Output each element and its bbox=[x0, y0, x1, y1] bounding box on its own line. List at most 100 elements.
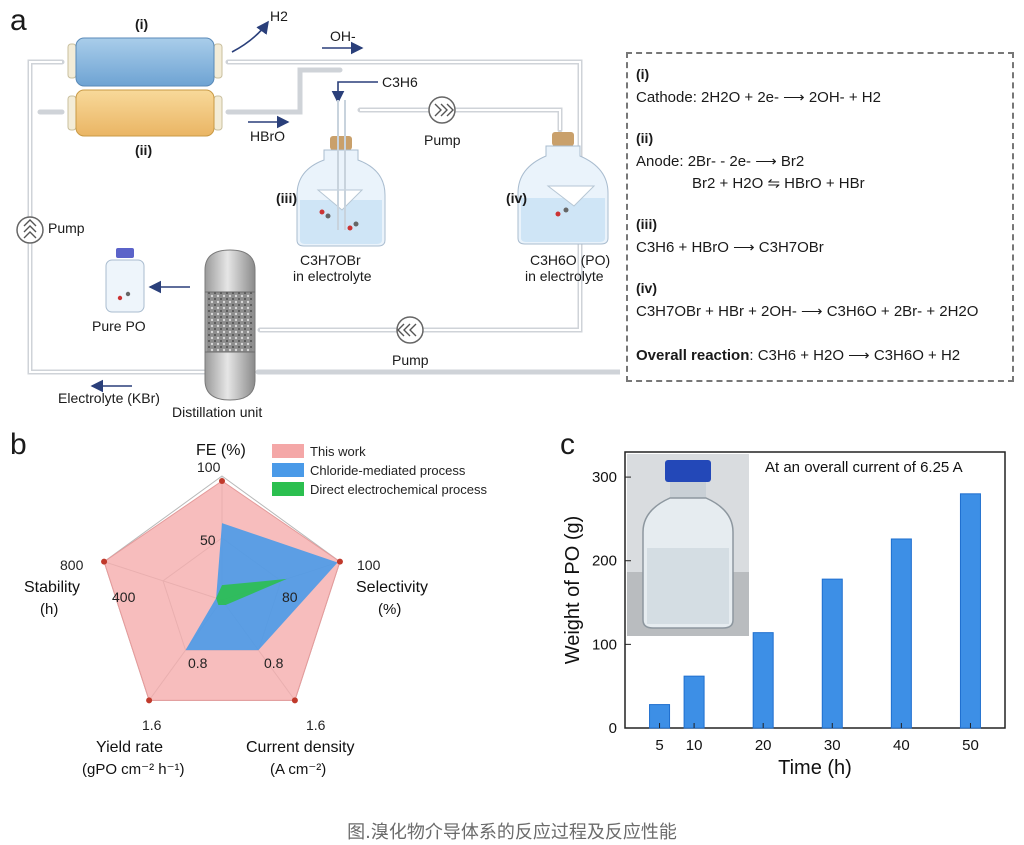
pump-left bbox=[16, 216, 44, 244]
bar-chart: At an overall current of 6.25 A 0 100 200 30… bbox=[562, 451, 1006, 779]
reactor-vessel-iii bbox=[296, 100, 386, 247]
process-schematic bbox=[16, 20, 620, 401]
pump-bottom bbox=[396, 316, 424, 344]
radar-point bbox=[291, 697, 298, 704]
radar-axis-label: FE (%) bbox=[196, 442, 246, 459]
bar bbox=[890, 538, 912, 729]
radar-tick-label: 0.8 bbox=[264, 655, 284, 671]
radar-axis-unit: (h) bbox=[40, 601, 58, 618]
x-tick-label: 5 bbox=[655, 737, 663, 754]
legend-swatch bbox=[272, 444, 304, 458]
y-tick-label: 0 bbox=[609, 720, 617, 737]
electrolyzer-cell-ii bbox=[67, 89, 223, 137]
y-tick-label: 300 bbox=[592, 469, 617, 486]
chart-annotation: At an overall current of 6.25 A bbox=[765, 459, 963, 476]
eq-overall: Overall reaction: C3H6 + H2O ⟶ C3H6O + H… bbox=[636, 346, 960, 364]
electrolyte-label: Electrolyte (KBr) bbox=[58, 390, 160, 406]
radar-axis-unit: (A cm⁻²) bbox=[270, 761, 326, 778]
radar-chart: 100 50 100 80 1.6 0.8 1.6 0.8 800 400 FE (%) Select… bbox=[24, 442, 488, 778]
eq-iii-head: (iii) bbox=[636, 216, 657, 232]
pump-left-label: Pump bbox=[48, 220, 85, 236]
vessel-iv-label: (iv) bbox=[506, 190, 527, 206]
eq-ii-1: Anode: 2Br- - 2e- ⟶ Br2 bbox=[636, 153, 805, 170]
distillation-label: Distillation unit bbox=[172, 404, 263, 420]
radar-tick-label: 1.6 bbox=[142, 717, 162, 733]
figure-caption: 图.溴化物介导体系的反应过程及反应性能 bbox=[347, 822, 677, 843]
radar-axis-unit: (%) bbox=[378, 601, 401, 618]
eq-overall-eq: : C3H6 + H2O ⟶ C3H6O + H2 bbox=[749, 347, 961, 364]
vessel-iii-content: C3H7OBr bbox=[300, 252, 361, 268]
radar-series-2 bbox=[216, 578, 287, 606]
radar-point bbox=[336, 558, 343, 565]
y-tick-label: 100 bbox=[592, 636, 617, 653]
pure-po-bottle bbox=[105, 248, 145, 313]
reactor-vessel-iv bbox=[517, 132, 609, 245]
radar-tick-label: 100 bbox=[357, 557, 381, 573]
radar-axis-label: Stability bbox=[24, 579, 80, 596]
x-tick-label: 30 bbox=[824, 737, 841, 754]
cell-ii-label: (ii) bbox=[135, 142, 153, 158]
eq-i-head: (i) bbox=[636, 66, 650, 82]
radar-point bbox=[146, 697, 153, 704]
radar-axis-unit: (gPO cm⁻² h⁻¹) bbox=[82, 761, 185, 778]
eq-ii-head: (ii) bbox=[636, 130, 654, 146]
panel-label-c: c bbox=[560, 428, 575, 461]
oh-label: OH- bbox=[330, 28, 356, 44]
panel-label-a: a bbox=[10, 4, 27, 37]
eq-overall-label: Overall reaction bbox=[636, 347, 750, 364]
bar bbox=[752, 632, 774, 729]
pure-po-label: Pure PO bbox=[92, 318, 146, 334]
x-tick-label: 50 bbox=[962, 737, 979, 754]
y-axis-label: Weight of PO (g) bbox=[562, 516, 584, 665]
radar-tick-label: 400 bbox=[112, 589, 136, 605]
h2-label: H2 bbox=[270, 8, 288, 24]
reaction-equations-box: (i) Cathode: 2H2O + 2e- ⟶ 2OH- + H2 (ii)… bbox=[626, 52, 1014, 382]
pump-bottom-label: Pump bbox=[392, 352, 429, 368]
radar-tick-label: 0.8 bbox=[188, 655, 208, 671]
eq-iv: C3H7OBr + HBr + 2OH- ⟶ C3H6O + 2Br- + 2H… bbox=[636, 303, 979, 320]
eq-iv-head: (iv) bbox=[636, 280, 657, 296]
legend-swatch bbox=[272, 482, 304, 496]
radar-point bbox=[219, 477, 225, 484]
radar-point bbox=[101, 558, 108, 565]
pump-top bbox=[428, 96, 456, 124]
vessel-iii-label: (iii) bbox=[276, 190, 297, 206]
electrolyzer-cell-i bbox=[67, 37, 223, 87]
x-axis-label: Time (h) bbox=[778, 757, 852, 779]
eq-ii-2: Br2 + H2O ⇋ HBrO + HBr bbox=[692, 175, 865, 192]
bar bbox=[821, 578, 843, 729]
vessel-iv-medium: in electrolyte bbox=[525, 268, 604, 284]
legend-label: This work bbox=[310, 444, 366, 459]
distillation-column bbox=[204, 249, 256, 401]
radar-tick-label: 800 bbox=[60, 557, 84, 573]
bottle-neck bbox=[670, 482, 706, 498]
x-tick-label: 40 bbox=[893, 737, 910, 754]
vessel-iii-medium: in electrolyte bbox=[293, 268, 372, 284]
bar bbox=[959, 493, 981, 729]
radar-axis-label: Current density bbox=[246, 739, 355, 756]
eq-iii: C3H6 + HBrO ⟶ C3H7OBr bbox=[636, 239, 824, 256]
radar-tick-label: 80 bbox=[282, 589, 298, 605]
bar bbox=[683, 675, 705, 729]
radar-tick-label: 100 bbox=[197, 459, 221, 475]
radar-tick-label: 1.6 bbox=[306, 717, 326, 733]
radar-tick-label: 50 bbox=[200, 532, 216, 548]
vessel-iv-content: C3H6O (PO) bbox=[530, 252, 611, 268]
radar-axis-label: Selectivity bbox=[356, 579, 428, 596]
x-tick-label: 20 bbox=[755, 737, 772, 754]
y-tick-label: 200 bbox=[592, 553, 617, 570]
bottle-photo-inset bbox=[627, 454, 749, 636]
hbro-label: HBrO bbox=[250, 128, 285, 144]
pump-top-label: Pump bbox=[424, 132, 461, 148]
x-tick-label: 10 bbox=[686, 737, 703, 754]
radar-axis-label: Yield rate bbox=[96, 739, 163, 756]
bottle-cap bbox=[665, 460, 711, 482]
legend-swatch bbox=[272, 463, 304, 477]
cell-i-label: (i) bbox=[135, 16, 149, 32]
eq-i: Cathode: 2H2O + 2e- ⟶ 2OH- + H2 bbox=[636, 89, 881, 106]
c3h6-label: C3H6 bbox=[382, 74, 418, 90]
panel-label-b: b bbox=[10, 428, 27, 461]
legend-label: Direct electrochemical process bbox=[310, 482, 488, 497]
bottle-liquid bbox=[647, 548, 729, 624]
legend-label: Chloride-mediated process bbox=[310, 463, 466, 478]
